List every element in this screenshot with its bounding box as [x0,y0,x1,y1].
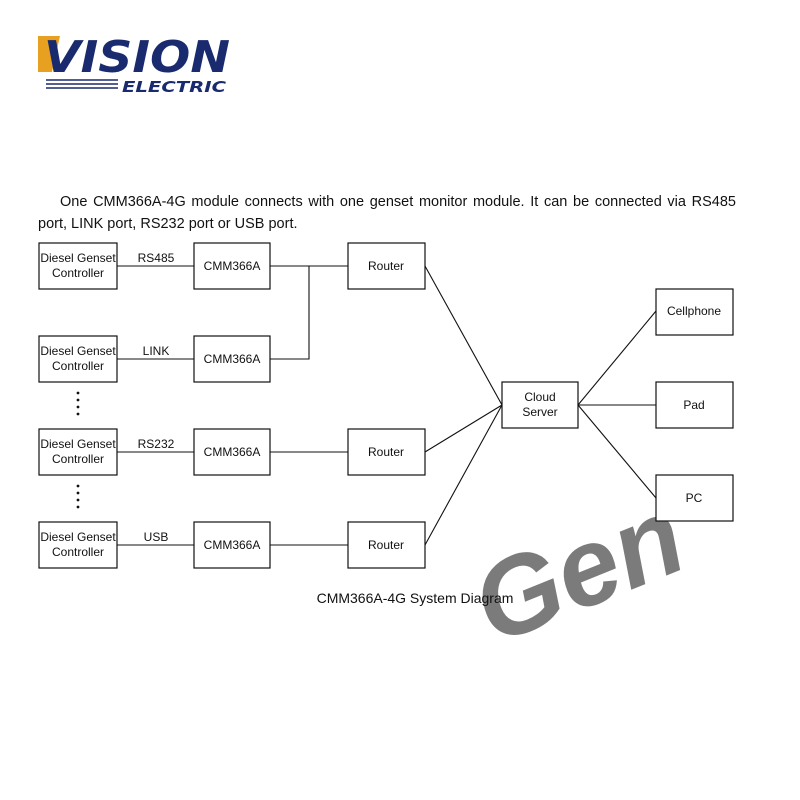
module-3-label: CMM366A [204,445,261,459]
logo-accent-stripe [38,36,60,72]
cloud-server-box: Cloud Server [501,381,579,429]
module-1-label: CMM366A [204,259,261,273]
module-4-label: CMM366A [204,538,261,552]
controller-2-line2: Controller [52,359,104,373]
controller-box-3: Diesel Genset Controller [38,428,118,476]
controller-3-line2: Controller [52,452,104,466]
logo-lines [46,79,118,89]
router-2-label: Router [368,445,404,459]
controller-box-2: Diesel Genset Controller [38,335,118,383]
module-box-3: CMM366A [193,428,271,476]
port-label-link: LINK [143,344,170,358]
device-box-pad: Pad [655,381,734,429]
controller-4-line1: Diesel Genset [40,530,116,544]
logo-graphic: VISION ELECTRIC [38,32,230,96]
controller-1-line1: Diesel Genset [40,251,116,265]
wire-cloud-cellphone [577,310,657,406]
controller-1-line2: Controller [52,266,104,280]
router-box-3: Router [347,521,426,569]
logo-sub-text: ELECTRIC [122,78,226,96]
ellipsis-dots-upper [76,391,80,416]
logo-main-text: VISION [44,32,230,83]
module-2-label: CMM366A [204,352,261,366]
module-box-4: CMM366A [193,521,271,569]
diagram-caption: CMM366A-4G System Diagram [317,590,514,606]
port-label-rs232: RS232 [138,437,175,451]
controller-3-line1: Diesel Genset [40,437,116,451]
controller-box-1: Diesel Genset Controller [38,242,118,290]
device-pc-label: PC [686,491,703,505]
diagram-wires [117,265,657,546]
module-box-2: CMM366A [193,335,271,383]
router-1-label: Router [368,259,404,273]
device-box-pc: PC [655,474,734,522]
router-box-2: Router [347,428,426,476]
cloud-server-line1: Cloud [524,390,555,404]
intro-paragraph: One CMM366A-4G module connects with one … [38,194,736,232]
device-pad-label: Pad [683,398,704,412]
wire-router1-cloud [424,265,503,406]
device-box-cellphone: Cellphone [655,288,734,336]
port-label-usb: USB [144,530,169,544]
router-3-label: Router [368,538,404,552]
router-box-1: Router [347,242,426,290]
device-cellphone-label: Cellphone [667,304,721,318]
module-box-1: CMM366A [193,242,271,290]
wire-router3-cloud [424,404,503,546]
cloud-server-line2: Server [522,405,557,419]
controller-2-line1: Diesel Genset [40,344,116,358]
vision-electric-logo: VISION ELECTRIC [38,30,238,100]
controller-box-4: Diesel Genset Controller [38,521,118,569]
controller-4-line2: Controller [52,545,104,559]
wire-router2-cloud [424,404,503,453]
wire-cloud-pc [577,404,657,499]
ellipsis-dots-lower [76,484,80,509]
wire-module2-router1 [270,266,310,360]
port-label-rs485: RS485 [138,251,175,265]
